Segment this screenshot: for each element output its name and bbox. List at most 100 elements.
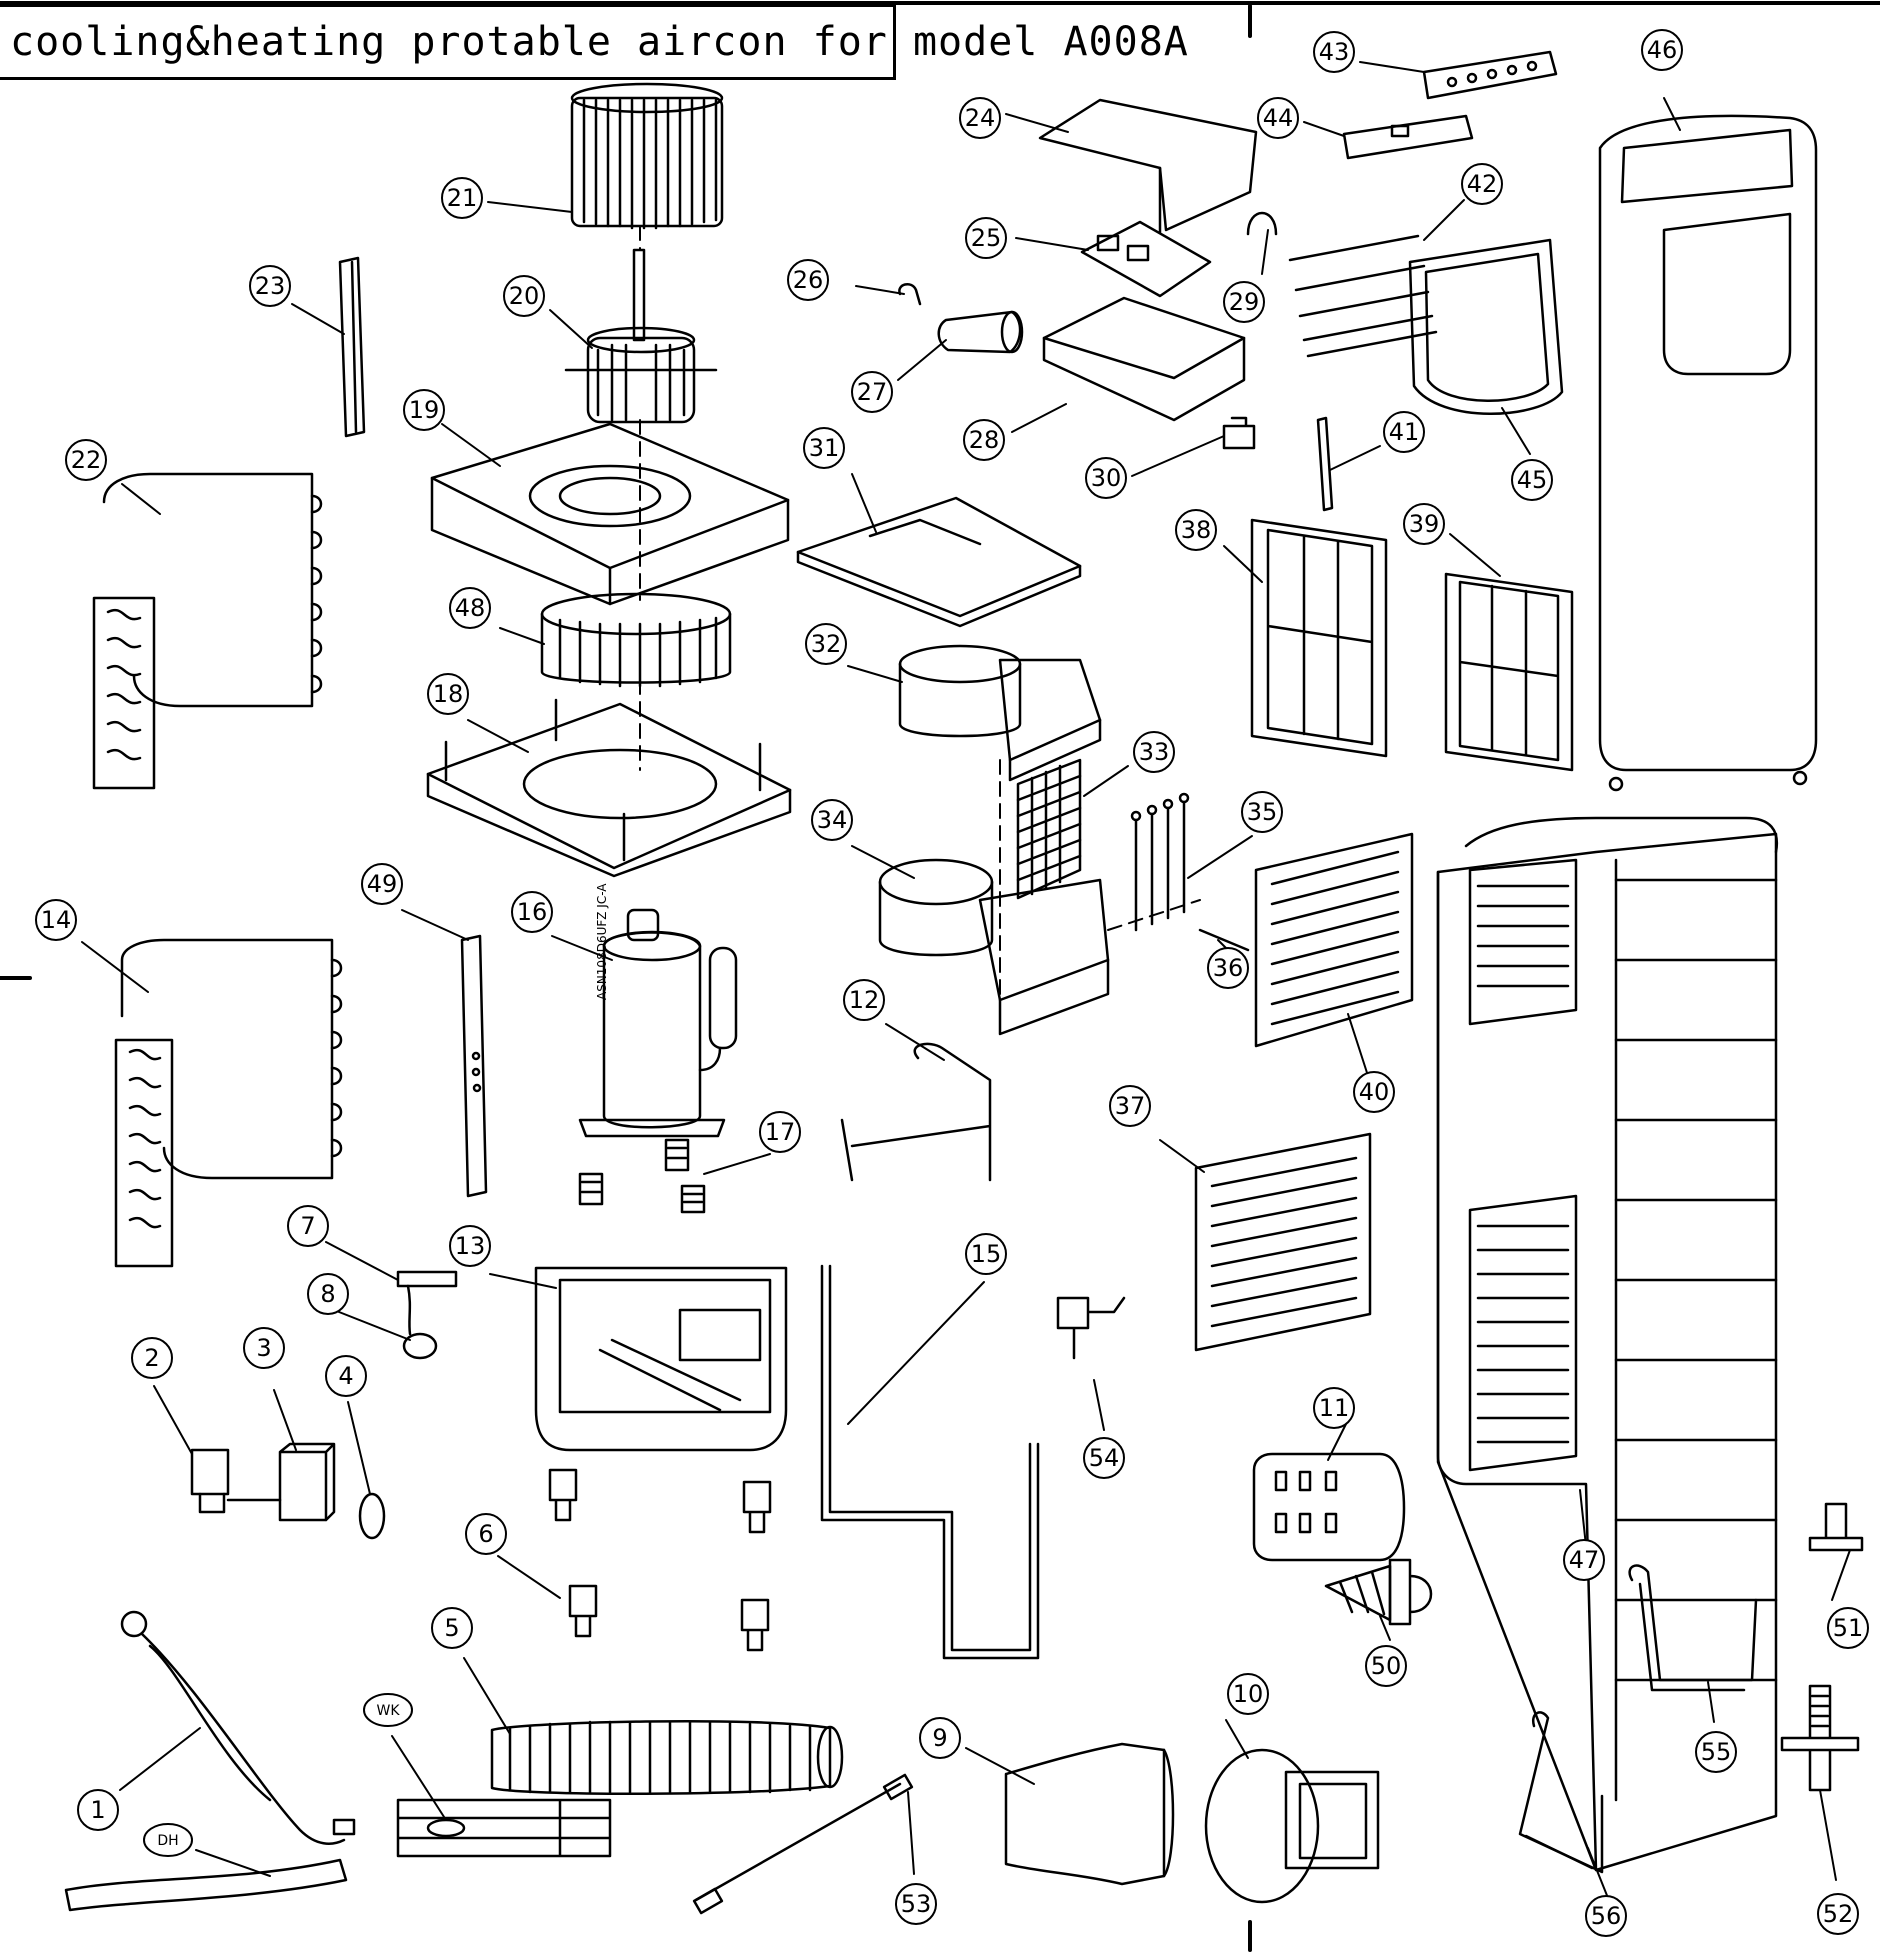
part-34-scroll-housing [878, 858, 1110, 1036]
part-41-clip-strip [1316, 416, 1334, 512]
callout-31: 31 [803, 427, 845, 469]
callout-3: 3 [243, 1327, 285, 1369]
part-45-filter-frame [1408, 238, 1564, 415]
callout-5: 5 [431, 1607, 473, 1649]
callout-number: 14 [41, 906, 72, 934]
callout-number: 53 [901, 1890, 932, 1918]
part-30-switch [1222, 416, 1256, 450]
callout-15: 15 [965, 1233, 1007, 1275]
callout-38: 38 [1175, 509, 1217, 551]
callout-number: 7 [300, 1212, 315, 1240]
callout-11: 11 [1313, 1387, 1355, 1429]
callout-19: 19 [403, 389, 445, 431]
callout-47: 47 [1563, 1539, 1605, 1581]
part-55-pipe [1628, 1564, 1758, 1692]
callout-36: 36 [1207, 947, 1249, 989]
part-43-display-panel [1422, 50, 1558, 100]
part-38-filter [1250, 518, 1388, 758]
callout-22: 22 [65, 439, 107, 481]
callout-number: 39 [1409, 510, 1440, 538]
callout-number: 46 [1647, 36, 1678, 64]
part-5-exhaust-hose [490, 1719, 844, 1796]
callout-number: 4 [338, 1362, 353, 1390]
callout-20: 20 [503, 275, 545, 317]
callout-46: 46 [1641, 29, 1683, 71]
callout-30: 30 [1085, 457, 1127, 499]
part-56-pipe [1518, 1711, 1604, 1874]
part-53-harness [692, 1773, 914, 1915]
callout-number: 51 [1833, 1614, 1864, 1642]
part-50-screw [1324, 1558, 1433, 1626]
callout-52: 52 [1817, 1893, 1859, 1935]
callout-number: 19 [409, 396, 440, 424]
callout-number: 35 [1247, 798, 1278, 826]
part-3-relay [226, 1442, 336, 1522]
part-44-display-board [1342, 114, 1474, 160]
callout-number: 38 [1181, 516, 1212, 544]
assembly-axes [639, 225, 1201, 1001]
part-23-bracket [338, 256, 366, 438]
callout-WK: WK [363, 1693, 413, 1727]
callout-number: 32 [811, 630, 842, 658]
callout-number: 5 [444, 1614, 459, 1642]
callout-45: 45 [1511, 459, 1553, 501]
part-51-peg [1808, 1502, 1864, 1552]
part-17-grommets [578, 1138, 706, 1214]
callout-12: 12 [843, 979, 885, 1021]
callout-number: 16 [517, 898, 548, 926]
part-7-bracket [396, 1270, 458, 1336]
part-54-valve [1056, 1296, 1126, 1360]
callout-2: 2 [131, 1337, 173, 1379]
callout-34: 34 [811, 799, 853, 841]
part-18-base-plate [426, 698, 792, 878]
callout-number: 28 [969, 426, 1000, 454]
callout-14: 14 [35, 899, 77, 941]
callout-39: 39 [1403, 503, 1445, 545]
callout-number: 24 [965, 104, 996, 132]
callout-DH: DH [143, 1823, 193, 1857]
callout-9: 9 [919, 1717, 961, 1759]
callout-35: 35 [1241, 791, 1283, 833]
part-1-power-cord [120, 1610, 356, 1845]
part-4-disc [358, 1492, 386, 1540]
callout-number: 3 [256, 1334, 271, 1362]
part-9-outlet-adapter [1004, 1742, 1175, 1886]
callout-number: 54 [1089, 1444, 1120, 1472]
part-13-chassis [534, 1266, 788, 1452]
callout-33: 33 [1133, 731, 1175, 773]
callout-25: 25 [965, 217, 1007, 259]
part-6-feet [548, 1468, 772, 1652]
callout-16: 16 [511, 891, 553, 933]
callout-number: 2 [144, 1344, 159, 1372]
part-52-post [1780, 1684, 1860, 1792]
part-25-control-board [1080, 220, 1212, 298]
callout-50: 50 [1365, 1645, 1407, 1687]
callout-number: 6 [478, 1520, 493, 1548]
callout-number: 41 [1389, 418, 1420, 446]
part-36-connector [1198, 928, 1250, 952]
part-28-electrical-box [1042, 296, 1246, 422]
callout-number: 44 [1263, 104, 1294, 132]
callout-number: 48 [455, 594, 486, 622]
callout-number: 42 [1467, 170, 1498, 198]
callout-24: 24 [959, 97, 1001, 139]
callout-13: 13 [449, 1225, 491, 1267]
callout-number: 21 [447, 184, 478, 212]
callout-number: 23 [255, 272, 286, 300]
part-10-window-adapter [1204, 1748, 1380, 1904]
callout-number: 49 [367, 870, 398, 898]
callout-26: 26 [787, 259, 829, 301]
part-39-filter [1444, 572, 1574, 772]
callout-56: 56 [1585, 1895, 1627, 1937]
part-29-clip [1246, 211, 1278, 236]
callout-number: 37 [1115, 1092, 1146, 1120]
callout-18: 18 [427, 673, 469, 715]
leader-lines [81, 61, 1851, 1899]
callout-55: 55 [1695, 1731, 1737, 1773]
callout-23: 23 [249, 265, 291, 307]
callout-54: 54 [1083, 1437, 1125, 1479]
callout-40: 40 [1353, 1071, 1395, 1113]
callout-27: 27 [851, 371, 893, 413]
